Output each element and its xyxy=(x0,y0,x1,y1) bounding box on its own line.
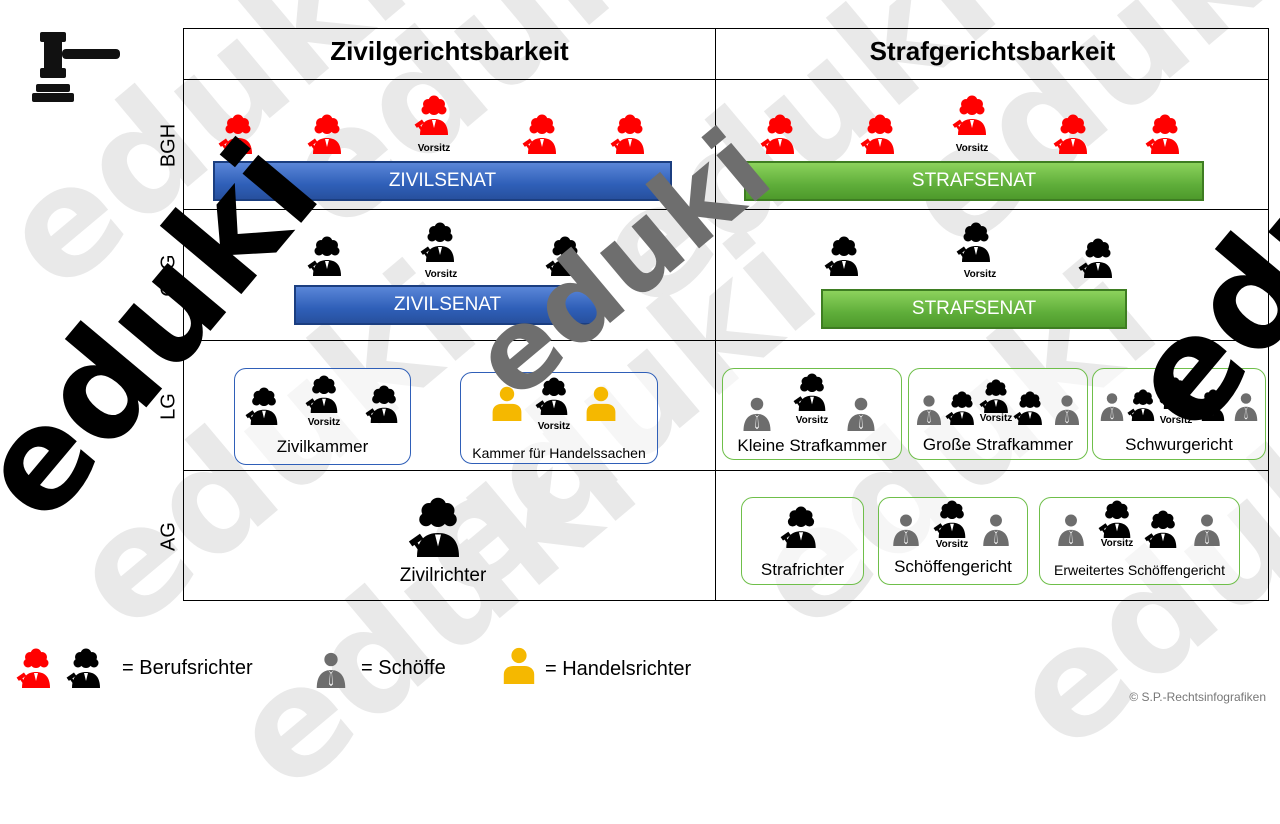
erweitertes-schoeffengericht-label: Erweitertes Schöffengericht xyxy=(1054,562,1225,578)
vorsitz-label: Vorsitz xyxy=(979,413,1013,424)
judge-icon xyxy=(408,497,468,557)
row-label-bgh: BGH xyxy=(157,123,180,168)
vorsitz-label: Vorsitz xyxy=(1100,538,1134,549)
kleine-strafkammer-label: Kleine Strafkammer xyxy=(737,436,887,455)
legend-berufsrichter: = Berufsrichter xyxy=(122,657,253,679)
judge-icon xyxy=(1053,114,1093,154)
zivilkammer-label: Zivilkammer xyxy=(276,437,369,456)
judge-icon xyxy=(545,236,585,276)
grid-line xyxy=(183,340,1269,341)
row-label-lg: LG xyxy=(157,393,180,420)
copyright-text: © S.P.-Rechtsinfografiken xyxy=(1129,690,1266,704)
zivilkammer-box: Vorsitz Zivilkammer xyxy=(234,368,411,465)
grid-line xyxy=(183,79,1269,80)
gavel-icon xyxy=(32,32,120,102)
column-header-civil: Zivilgerichtsbarkeit xyxy=(330,36,569,66)
judge-icon xyxy=(305,375,343,413)
judge-icon xyxy=(522,114,562,154)
vorsitz-label: Vorsitz xyxy=(1159,415,1193,426)
vorsitz-label: Vorsitz xyxy=(424,269,458,280)
judge-icon xyxy=(365,385,403,423)
judge-icon xyxy=(952,95,992,135)
schoeffe-icon xyxy=(1051,393,1083,425)
schwurgericht-box: Vorsitz Schwurgericht xyxy=(1092,368,1266,460)
judge-icon xyxy=(1145,114,1185,154)
schwurgericht-label: Schwurgericht xyxy=(1125,435,1233,454)
grid-line xyxy=(183,209,1269,210)
court-grid xyxy=(183,28,1269,601)
handelsrichter-icon xyxy=(489,385,525,421)
schoeffe-icon xyxy=(1054,512,1088,546)
bgh-strafsenat-bar: STRAFSENAT xyxy=(744,161,1204,201)
grosse-strafkammer-box: Vorsitz Große Strafkammer xyxy=(908,368,1088,460)
vorsitz-label: Vorsitz xyxy=(307,417,341,428)
judge-icon xyxy=(933,500,971,538)
legend-handelsrichter: = Handelsrichter xyxy=(545,658,692,680)
judge-icon xyxy=(245,387,283,425)
judge-icon xyxy=(1159,377,1191,409)
judge-icon xyxy=(535,377,573,415)
judge-icon xyxy=(979,379,1013,413)
vorsitz-label: Vorsitz xyxy=(963,269,997,280)
strafrichter-label: Strafrichter xyxy=(760,560,845,579)
grid-line xyxy=(715,28,716,601)
row-label-ag: AG xyxy=(157,522,180,551)
judge-icon xyxy=(1144,510,1182,548)
schoeffe-icon xyxy=(1190,512,1224,546)
row-label-olg: OLG xyxy=(157,254,180,297)
judge-icon xyxy=(16,648,56,688)
olg-strafsenat-bar: STRAFSENAT xyxy=(821,289,1127,329)
kleine-strafkammer-box: Vorsitz Kleine Strafkammer xyxy=(722,368,902,460)
judge-icon xyxy=(1078,238,1118,278)
judge-icon xyxy=(66,648,106,688)
judge-icon xyxy=(956,222,996,262)
judge-icon xyxy=(218,114,258,154)
schoeffe-icon xyxy=(889,512,923,546)
schoeffengericht-box: Vorsitz Schöffengericht xyxy=(878,497,1028,585)
vorsitz-label: Vorsitz xyxy=(417,143,451,154)
schoeffe-icon xyxy=(913,393,945,425)
judge-icon xyxy=(860,114,900,154)
schoeffe-icon xyxy=(1097,391,1127,421)
zivilrichter-label: Zivilrichter xyxy=(399,565,487,586)
judge-icon xyxy=(610,114,650,154)
handelsrichter-icon xyxy=(500,646,538,684)
schoeffengericht-label: Schöffengericht xyxy=(894,557,1012,576)
judge-icon xyxy=(824,236,864,276)
grosse-strafkammer-label: Große Strafkammer xyxy=(922,435,1074,454)
handelskammer-box: Vorsitz Kammer für Handelssachen xyxy=(460,372,658,464)
judge-icon xyxy=(793,373,831,411)
judge-icon xyxy=(1098,500,1136,538)
vorsitz-label: Vorsitz xyxy=(537,421,571,432)
vorsitz-label: Vorsitz xyxy=(935,539,969,550)
judge-icon xyxy=(1013,391,1047,425)
handelsrichter-icon xyxy=(583,385,619,421)
grid-line xyxy=(183,470,1269,471)
olg-zivilsenat-bar: ZIVILSENAT xyxy=(294,285,601,325)
judge-icon xyxy=(1197,389,1229,421)
vorsitz-label: Vorsitz xyxy=(795,415,829,426)
judge-icon xyxy=(307,114,347,154)
schoeffe-icon xyxy=(739,395,775,431)
column-header-criminal: Strafgerichtsbarkeit xyxy=(869,36,1116,66)
judge-icon xyxy=(780,506,822,548)
judge-icon xyxy=(414,95,454,135)
handelskammer-label: Kammer für Handelssachen xyxy=(472,445,646,461)
bgh-zivilsenat-bar: ZIVILSENAT xyxy=(213,161,672,201)
schoeffe-icon xyxy=(1231,391,1261,421)
schoeffe-icon xyxy=(979,512,1013,546)
judge-icon xyxy=(420,222,460,262)
judge-icon xyxy=(307,236,347,276)
strafrichter-box: Strafrichter xyxy=(741,497,864,585)
schoeffe-icon xyxy=(843,395,879,431)
judge-icon xyxy=(760,114,800,154)
legend-schoeffe: = Schöffe xyxy=(361,657,446,679)
erweitertes-schoeffengericht-box: Vorsitz Erweitertes Schöffengericht xyxy=(1039,497,1240,585)
vorsitz-label: Vorsitz xyxy=(955,143,989,154)
schoeffe-icon xyxy=(312,650,350,688)
